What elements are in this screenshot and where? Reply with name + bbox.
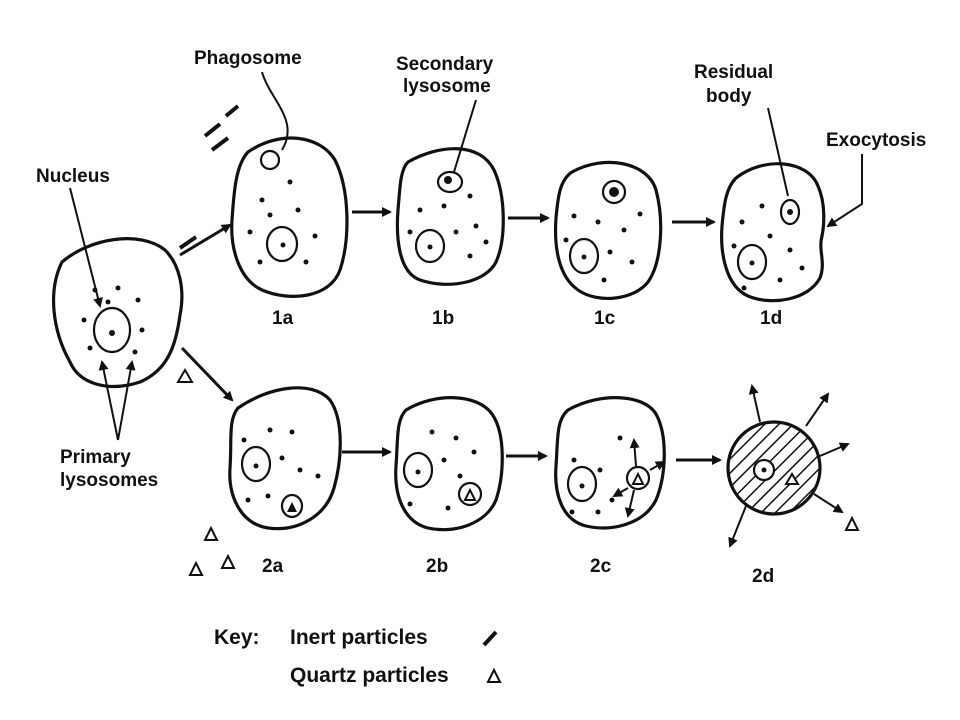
stage-1b: 1b (432, 308, 454, 329)
stage-2c: 2c (590, 556, 612, 577)
primary-lysosomes-label-1: Primary (60, 447, 131, 468)
nucleus-label: Nucleus (36, 166, 110, 187)
cell-2a (228, 386, 342, 531)
secondary-lysosome-label-2: lysosome (403, 76, 491, 97)
original-macrophage-cell (52, 237, 184, 389)
quartz-key-icon (486, 667, 502, 683)
stage-1d: 1d (760, 308, 782, 329)
stage-2d: 2d (752, 566, 774, 587)
key-legend: Key: Inert particles Quartz particles (214, 626, 502, 687)
phagosome-label: Phagosome (194, 48, 302, 69)
key-quartz-label: Quartz particles (290, 664, 449, 687)
inert-particle-icon (482, 630, 498, 647)
cell-1b (395, 147, 505, 286)
cell-1d (720, 162, 826, 303)
nucleus-original (92, 306, 132, 354)
cell-2d-lysed (726, 384, 860, 548)
stage-1a: 1a (272, 308, 294, 329)
cell-1c (553, 160, 663, 301)
secondary-lysosome-label-1: Secondary (396, 54, 494, 75)
residual-body-label-2: body (706, 86, 752, 107)
primary-lysosome-dots (81, 285, 145, 355)
exocytosis-label: Exocytosis (826, 130, 926, 151)
cell-2c (554, 396, 666, 530)
key-inert-label: Inert particles (290, 626, 428, 649)
cell-2b (394, 396, 504, 532)
inert-particles-free (178, 104, 240, 250)
key-title: Key: (214, 626, 260, 649)
residual-body-label-1: Residual (694, 62, 773, 83)
stage-1c: 1c (594, 308, 616, 329)
stage-2a: 2a (262, 556, 284, 577)
quartz-particle-icon (176, 368, 194, 383)
cell-1a (230, 136, 349, 298)
primary-lysosomes-label-2: lysosomes (60, 470, 158, 491)
stage-2b: 2b (426, 556, 448, 577)
